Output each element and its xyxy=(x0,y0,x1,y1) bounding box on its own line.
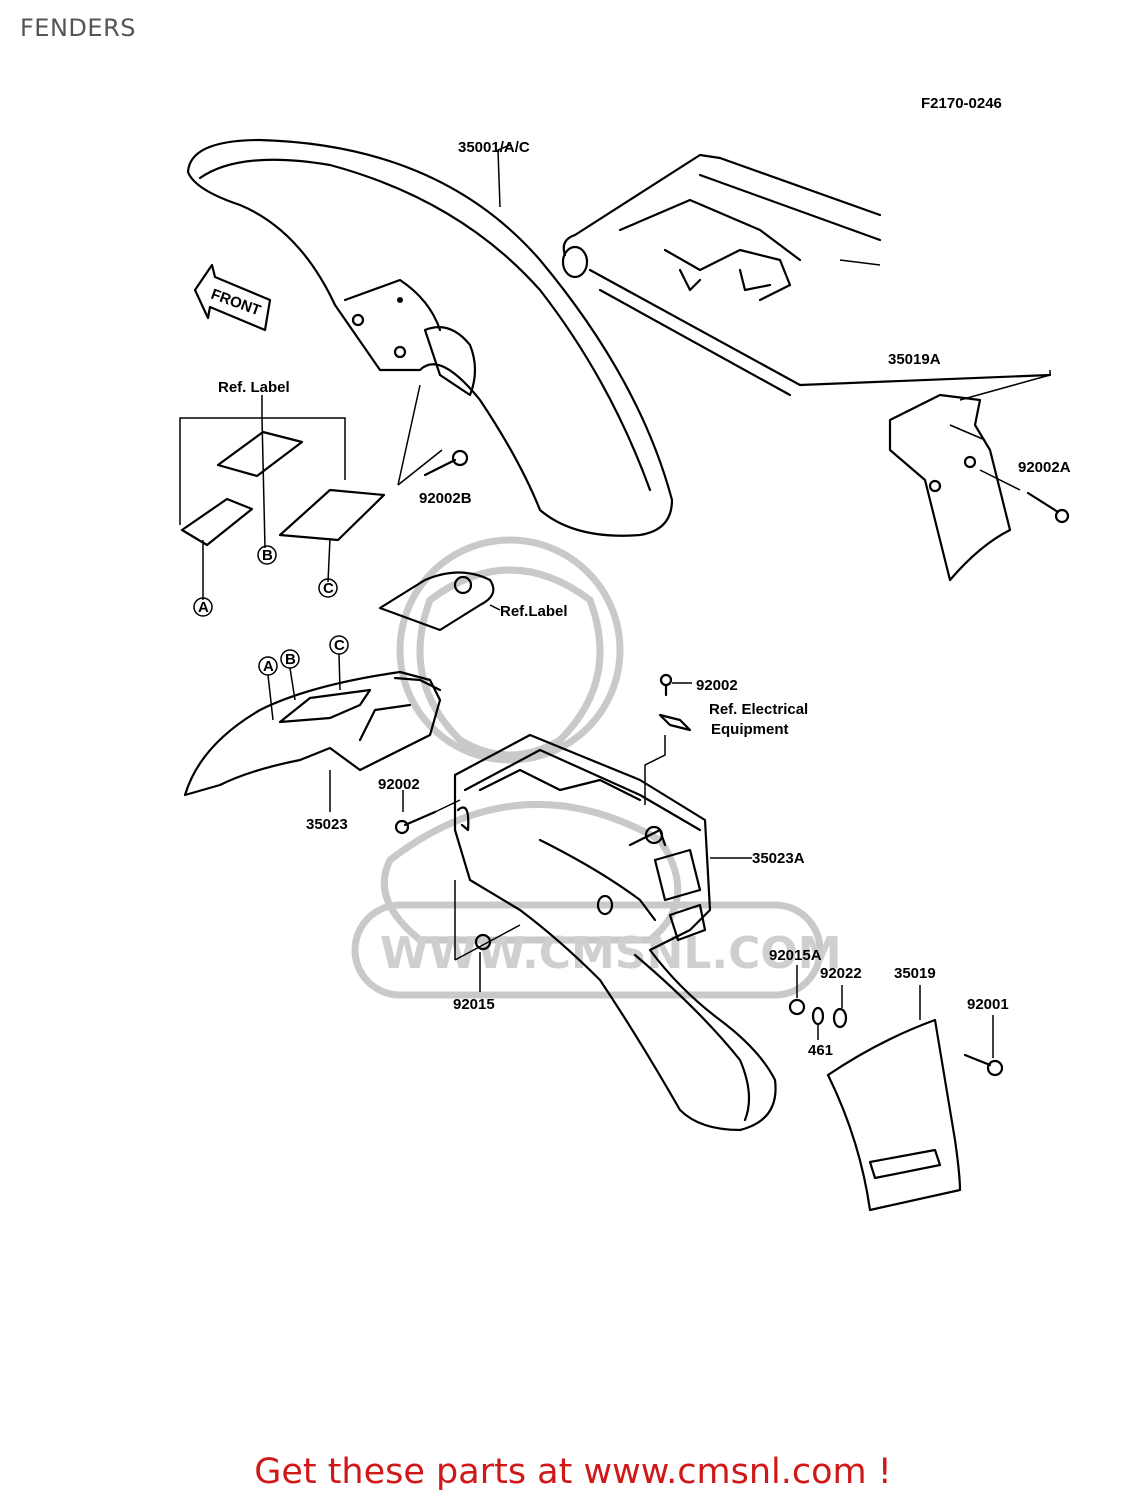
bolt-92002-left xyxy=(394,799,461,835)
figure-code: F2170-0246 xyxy=(921,95,1002,112)
label-ref-label-mid: Ref.Label xyxy=(500,603,568,620)
leader-marker-b xyxy=(261,417,266,549)
label-rear-bracket: 35019A xyxy=(888,351,941,368)
washer-461 xyxy=(811,1006,825,1040)
ref-label-sheets xyxy=(180,430,386,547)
leader-rear-bracket xyxy=(959,370,1051,401)
front-fender xyxy=(186,138,674,537)
label-rear-fender: 35023A xyxy=(752,850,805,867)
leader-front-fender xyxy=(497,144,511,208)
label-35019: 35019 xyxy=(894,965,936,982)
bolt-92001 xyxy=(963,1015,1004,1077)
label-92002A: 92002A xyxy=(1018,459,1071,476)
watermark-logo: WWW.CMSNL.COM xyxy=(351,536,842,999)
rear-fender xyxy=(453,733,777,1132)
bolt-92002A xyxy=(979,469,1070,524)
front-arrow-label: FRONT xyxy=(209,286,263,320)
label-92001: 92001 xyxy=(967,996,1009,1013)
rear-bracket xyxy=(888,393,1012,582)
watermark-text: WWW.CMSNL.COM xyxy=(380,928,842,979)
washer-92022 xyxy=(832,985,848,1029)
label-92015: 92015 xyxy=(453,996,495,1013)
page-title: FENDERS xyxy=(20,14,136,42)
inner-fender xyxy=(183,670,442,797)
ref-label-mid-sheet xyxy=(378,571,495,632)
front-arrow-icon: FRONT xyxy=(193,263,272,332)
marker-a-icon: A xyxy=(193,597,213,617)
nut-92015 xyxy=(454,880,521,961)
svg-text:C: C xyxy=(323,580,334,597)
label-inner-fender: 35023 xyxy=(306,816,348,833)
svg-text:A: A xyxy=(198,599,209,616)
label-92002B: 92002B xyxy=(419,490,472,507)
bolt-92002-top xyxy=(644,673,692,805)
svg-text:A: A xyxy=(263,658,274,675)
svg-text:B: B xyxy=(262,547,273,564)
frame-assembly xyxy=(561,153,1052,397)
label-92002-left: 92002 xyxy=(378,776,420,793)
svg-text:B: B xyxy=(285,651,296,668)
label-ref-label-top: Ref. Label xyxy=(218,379,290,396)
label-92015A: 92015A xyxy=(769,947,822,964)
label-92002-top: 92002 xyxy=(696,677,738,694)
label-ref-electrical-line1: Ref. Electrical xyxy=(709,701,808,718)
svg-text:C: C xyxy=(334,637,345,654)
inner-fender-markers: A B C xyxy=(258,635,349,721)
label-92022: 92022 xyxy=(820,965,862,982)
marker-b-icon: B xyxy=(257,545,277,565)
mud-flap xyxy=(826,985,962,1212)
bolt-92002B xyxy=(397,384,469,486)
label-461: 461 xyxy=(808,1042,833,1059)
leader-marker-c xyxy=(327,537,331,583)
footer-cta-link[interactable]: Get these parts at www.cmsnl.com ! xyxy=(254,1452,892,1492)
marker-c-icon: C xyxy=(318,578,338,598)
nut-92015A xyxy=(788,965,806,1016)
label-ref-electrical-line2: Equipment xyxy=(711,721,789,738)
label-front-fender: 35001/A/C xyxy=(458,139,530,156)
